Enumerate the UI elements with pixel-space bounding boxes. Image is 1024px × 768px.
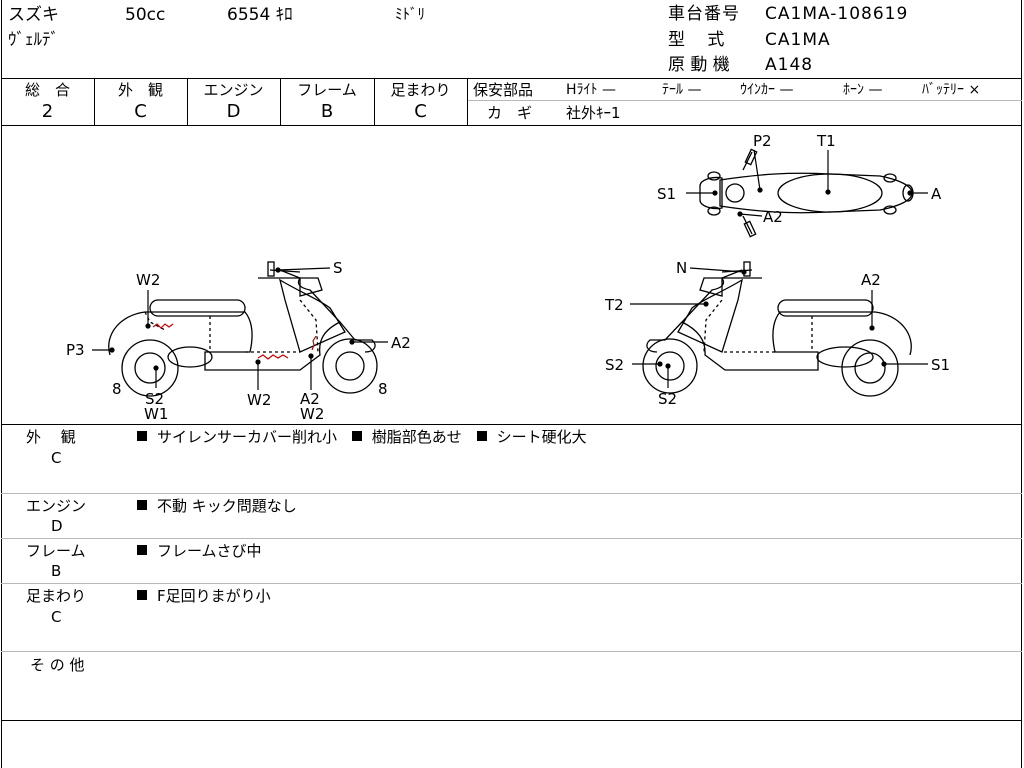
left-label-8-front: 8	[378, 380, 388, 398]
remark-divider-3	[1, 583, 1022, 584]
grade-col-sep-4	[374, 78, 375, 125]
right-label-a2: A2	[861, 271, 881, 289]
remark-frame-grade: B	[51, 562, 62, 580]
safety-item-winker: ｳｲﾝｶｰ —	[740, 82, 794, 98]
model-name: ｳﾞｪﾙﾃﾞ	[8, 30, 59, 50]
type-value: CA1MA	[765, 30, 831, 50]
safety-item-horn: ﾎｰﾝ —	[843, 82, 883, 98]
grade-col-sep-5	[467, 78, 468, 125]
grade-frame-value: B	[320, 101, 334, 122]
frame-number: CA1MA-108619	[765, 4, 909, 24]
remark-engine-label: エンジン	[26, 497, 87, 515]
key-label: カ ギ	[487, 104, 533, 122]
remark-other-label: そ の 他	[30, 656, 85, 674]
remark-frame-items: フレームさび中	[137, 542, 262, 560]
right-label-s2-left: S2	[605, 356, 625, 374]
bullet-square-icon	[137, 545, 147, 555]
remark-divider-2	[1, 538, 1022, 539]
left-label-a2-bottom: A2	[300, 390, 320, 408]
displacement: 50cc	[125, 5, 166, 25]
grade-exterior-label: 外 観	[117, 81, 163, 99]
frame-number-label: 車台番号	[668, 4, 740, 24]
grade-col-sep-1	[94, 78, 95, 125]
grade-frame-label: フレーム	[297, 81, 357, 99]
body-color: ﾐﾄﾞﾘ	[395, 5, 426, 23]
diagram-divider	[1, 424, 1022, 425]
left-label-s: S	[333, 259, 343, 277]
grade-col-sep-2	[187, 78, 188, 125]
scooter-left-view	[108, 261, 378, 397]
top-label-a2: A2	[763, 208, 783, 226]
engine-label: 原 動 機	[668, 55, 730, 75]
scooter-diagram	[92, 148, 928, 397]
remarks-bottom-divider	[1, 720, 1022, 721]
left-label-w2-bottom: W2	[300, 405, 325, 423]
right-label-s2-bottom: S2	[658, 390, 678, 408]
outer-right-border	[1021, 0, 1022, 768]
engine-value: A148	[765, 55, 814, 75]
header-divider	[1, 78, 1022, 79]
left-label-8-rear: 8	[112, 380, 122, 398]
safety-parts-label: 保安部品	[473, 81, 534, 99]
outer-left-border	[1, 0, 2, 768]
grade-exterior-value: C	[134, 101, 147, 122]
remark-exterior-label: 外 観	[26, 428, 76, 446]
remark-frame-label: フレーム	[26, 542, 86, 560]
right-label-n: N	[676, 259, 688, 277]
mileage: 6554 ｷﾛ	[227, 5, 293, 25]
remark-suspension-items: F足回りまがり小	[137, 587, 271, 605]
remark-suspension-label: 足まわり	[26, 587, 87, 605]
remark-engine-grade: D	[51, 517, 63, 535]
remark-divider-1	[1, 493, 1022, 494]
top-label-s1: S1	[657, 185, 677, 203]
grade-overall-label: 総 合	[24, 81, 70, 99]
bullet-square-icon	[137, 590, 147, 600]
safety-item-battery: ﾊﾞｯﾃﾘｰ ×	[922, 82, 981, 98]
left-label-w1: W1	[144, 405, 169, 423]
top-label-p2: P2	[753, 132, 772, 150]
grade-overall-value: 2	[41, 101, 54, 122]
grade-engine-value: D	[226, 101, 241, 122]
damage-marks	[152, 323, 317, 360]
grade-col-sep-3	[280, 78, 281, 125]
remark-exterior-items: サイレンサーカバー削れ小 樹脂部色あせ シート硬化大	[137, 428, 597, 446]
right-label-t2: T2	[605, 296, 624, 314]
top-label-t1: T1	[817, 132, 836, 150]
left-label-w2-seat: W2	[136, 271, 161, 289]
right-label-s1: S1	[931, 356, 951, 374]
left-label-p3: P3	[66, 341, 85, 359]
top-label-a: A	[931, 185, 942, 203]
grade-suspension-label: 足まわり	[390, 81, 451, 99]
maker-name: スズキ	[8, 5, 59, 25]
type-label: 型 式	[668, 30, 725, 50]
safety-item-taillight: ﾃｰﾙ —	[662, 82, 702, 98]
scooter-top-view	[699, 148, 914, 238]
left-label-a2-front: A2	[391, 334, 411, 352]
bullet-square-icon	[351, 431, 362, 441]
bullet-square-icon	[137, 500, 147, 510]
bullet-square-icon	[137, 431, 147, 441]
grade-suspension-value: C	[414, 101, 427, 122]
left-label-w2-floor: W2	[247, 391, 272, 409]
key-value: 社外ｷｰ1	[566, 104, 621, 122]
remark-suspension-grade: C	[51, 608, 62, 626]
grades-divider	[1, 125, 1022, 126]
remark-engine-items: 不動 キック問題なし	[137, 497, 297, 515]
safety-row-divider	[467, 100, 1022, 101]
grade-engine-label: エンジン	[203, 81, 264, 99]
remark-divider-4	[1, 651, 1022, 652]
remark-exterior-grade: C	[51, 449, 62, 467]
safety-item-headlight: Hﾗｲﾄ —	[566, 82, 616, 98]
bullet-square-icon	[476, 431, 487, 441]
left-label-s2: S2	[145, 390, 165, 408]
